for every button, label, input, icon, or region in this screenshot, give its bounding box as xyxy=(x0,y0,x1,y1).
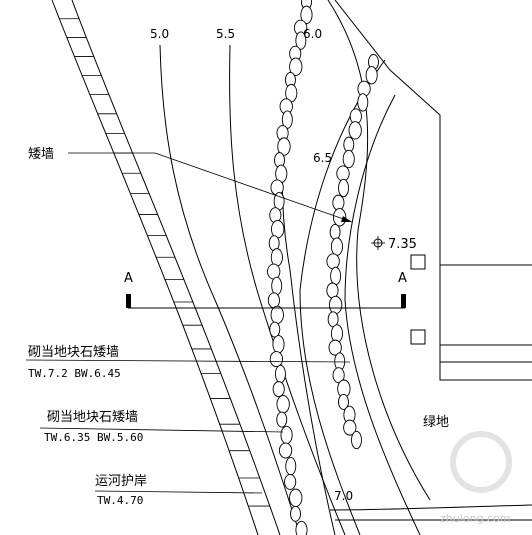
stone-wall-2-label: 砌当地块石矮墙 xyxy=(47,410,138,425)
canal-bank-label: 运河护岸 xyxy=(95,474,147,489)
stone xyxy=(351,430,362,450)
stone xyxy=(330,324,344,343)
stone xyxy=(277,137,291,156)
stone xyxy=(270,248,283,267)
stone xyxy=(338,394,349,410)
stone xyxy=(342,149,355,169)
stone-wall-2-spec: TW.6.35 BW.5.60 xyxy=(44,431,143,444)
stone xyxy=(271,276,283,296)
stone xyxy=(330,266,342,286)
contour-lines xyxy=(159,39,346,535)
stone xyxy=(348,121,362,140)
watermark-text: zhulong.com xyxy=(440,512,510,525)
stone xyxy=(289,488,303,507)
canal-bank-spec: TW.4.70 xyxy=(97,494,143,507)
stone xyxy=(271,219,285,239)
stone xyxy=(278,442,293,459)
watermark-logo-icon xyxy=(450,431,512,493)
stone xyxy=(330,237,344,256)
leader-low-wall: 矮墙 xyxy=(28,147,353,223)
stone xyxy=(365,66,378,85)
leader-stone-wall-2: 砌当地块石矮墙 TW.6.35 BW.5.60 xyxy=(39,410,284,444)
section-label-left: A xyxy=(124,271,133,286)
contour-label-6-5: 6.5 xyxy=(313,151,332,165)
stone-wall-1-spec: TW.7.2 BW.6.45 xyxy=(28,367,121,380)
stone xyxy=(357,93,369,112)
leader-stone-wall-1: 砌当地块石矮墙 TW.7.2 BW.6.45 xyxy=(25,345,351,380)
stone xyxy=(272,381,285,398)
stone xyxy=(285,457,297,476)
building-outline xyxy=(329,0,532,521)
elevation-point: 7.35 xyxy=(371,236,417,252)
stone xyxy=(295,31,307,50)
square-marker-lower xyxy=(410,329,426,345)
stone xyxy=(270,179,284,196)
stone xyxy=(295,520,308,535)
stone xyxy=(326,253,340,270)
elevation-value: 7.35 xyxy=(388,237,417,252)
stone xyxy=(332,194,345,211)
stone xyxy=(336,165,350,182)
stone xyxy=(329,224,341,240)
stone-wall-left xyxy=(267,0,313,535)
path-edges xyxy=(299,0,431,535)
contour-label-7-0: 7.0 xyxy=(334,489,353,503)
stone xyxy=(290,505,301,522)
stone-wall-1-label: 砌当地块石矮墙 xyxy=(28,345,119,360)
stone xyxy=(280,425,293,445)
stone xyxy=(269,321,281,338)
stone xyxy=(289,57,303,76)
stone xyxy=(328,339,342,356)
stone xyxy=(270,305,284,325)
section-arrow-right xyxy=(401,294,406,308)
stone xyxy=(328,295,343,315)
stone xyxy=(338,178,349,198)
contour-label-6-0: 6.0 xyxy=(303,27,322,41)
contour-label-5-5: 5.5 xyxy=(216,27,235,41)
stone xyxy=(275,364,286,384)
section-line: A A xyxy=(124,271,407,309)
stone xyxy=(267,263,281,280)
stone xyxy=(267,292,280,309)
low-wall-label: 矮墙 xyxy=(28,147,54,162)
stone xyxy=(272,335,285,354)
stone xyxy=(343,419,357,436)
section-arrow-left xyxy=(126,294,131,308)
section-label-right: A xyxy=(398,271,407,286)
stone xyxy=(284,473,297,490)
canal-revetment xyxy=(51,0,281,535)
stone xyxy=(300,5,313,24)
green-space-label: 绿地 xyxy=(423,415,449,430)
stone-wall-right xyxy=(326,54,379,450)
stone xyxy=(326,282,339,299)
contour-label-5-0: 5.0 xyxy=(150,27,169,41)
square-marker-upper xyxy=(410,254,426,270)
stone xyxy=(269,351,284,368)
leader-canal-bank: 运河护岸 TW.4.70 xyxy=(94,474,263,507)
stone xyxy=(276,411,288,428)
stone xyxy=(332,367,345,384)
stone xyxy=(276,395,290,414)
watermark: zhulong.com xyxy=(440,431,512,525)
